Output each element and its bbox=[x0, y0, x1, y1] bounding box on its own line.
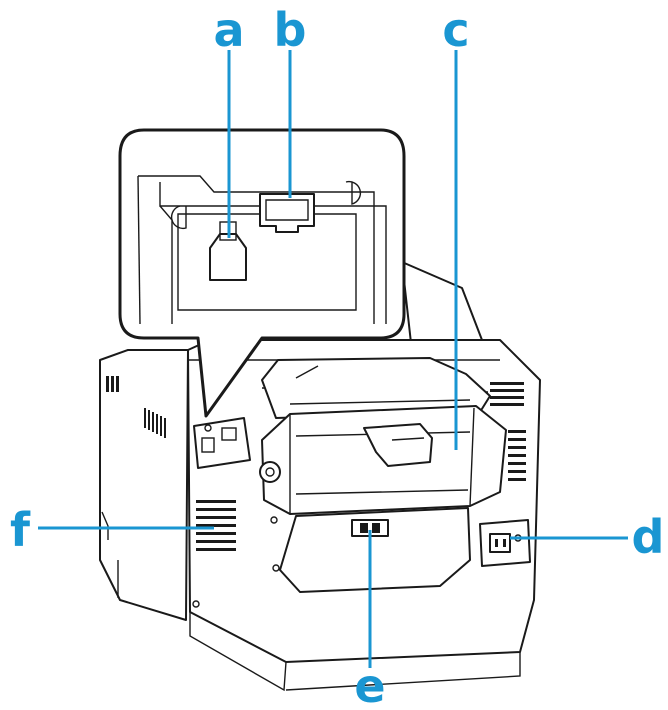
leader-lines bbox=[38, 50, 628, 668]
callout-labels: a b c d e f bbox=[10, 3, 664, 710]
callout-a: a bbox=[213, 3, 244, 57]
usb-port bbox=[209, 233, 247, 281]
callout-e: e bbox=[354, 659, 385, 710]
ethernet-port bbox=[259, 193, 315, 233]
zoom-callout bbox=[118, 128, 406, 418]
left-side-vent bbox=[106, 376, 166, 438]
right-side-vent bbox=[490, 382, 526, 481]
rear-bottom-cover bbox=[279, 507, 471, 593]
left-side-panel bbox=[99, 349, 189, 621]
duplex-release-handle bbox=[363, 423, 433, 467]
ac-inlet bbox=[489, 533, 511, 553]
callout-d: d bbox=[632, 510, 665, 564]
duplex-knob bbox=[259, 461, 281, 483]
callout-f: f bbox=[10, 503, 31, 557]
lower-left-vent bbox=[196, 500, 236, 551]
usb-port-small bbox=[201, 437, 215, 453]
zoom-bubble bbox=[118, 128, 406, 418]
printer-illustration bbox=[99, 261, 541, 692]
callout-c: c bbox=[442, 3, 469, 57]
callout-b: b bbox=[274, 3, 307, 57]
ethernet-port-small bbox=[221, 427, 237, 441]
